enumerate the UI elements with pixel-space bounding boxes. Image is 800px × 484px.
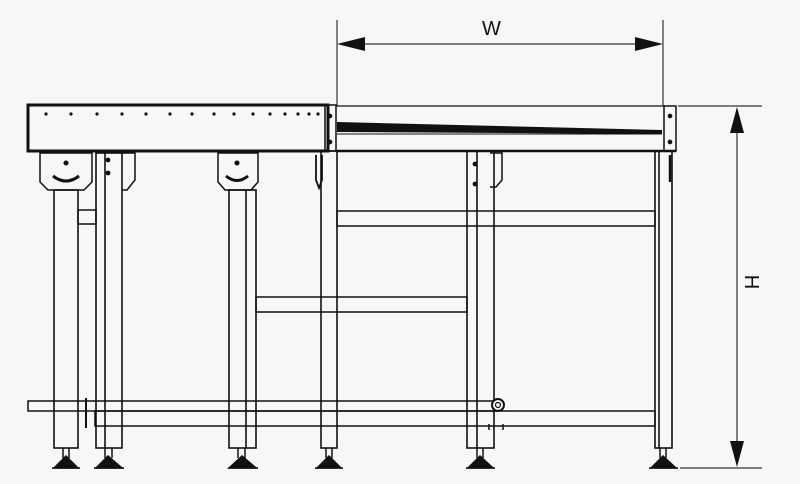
foot-3 — [227, 448, 259, 469]
levelling-feet — [52, 448, 678, 469]
foot-6 — [649, 448, 678, 469]
legs — [53, 150, 673, 449]
foot-2 — [94, 448, 125, 469]
width-dimension-label: W — [482, 18, 501, 40]
roller-axle-dots — [44, 112, 320, 116]
dimension-h — [678, 105, 762, 469]
left-roller-frame — [26, 103, 337, 153]
foot-4 — [315, 448, 343, 469]
height-dimension-label: H — [740, 274, 763, 290]
foot-5 — [466, 448, 495, 469]
right-belt-frame — [336, 105, 677, 153]
dimension-w — [336, 20, 664, 106]
leg-brackets — [39, 152, 503, 191]
cross-members — [27, 209, 656, 430]
foot-1 — [52, 448, 80, 469]
